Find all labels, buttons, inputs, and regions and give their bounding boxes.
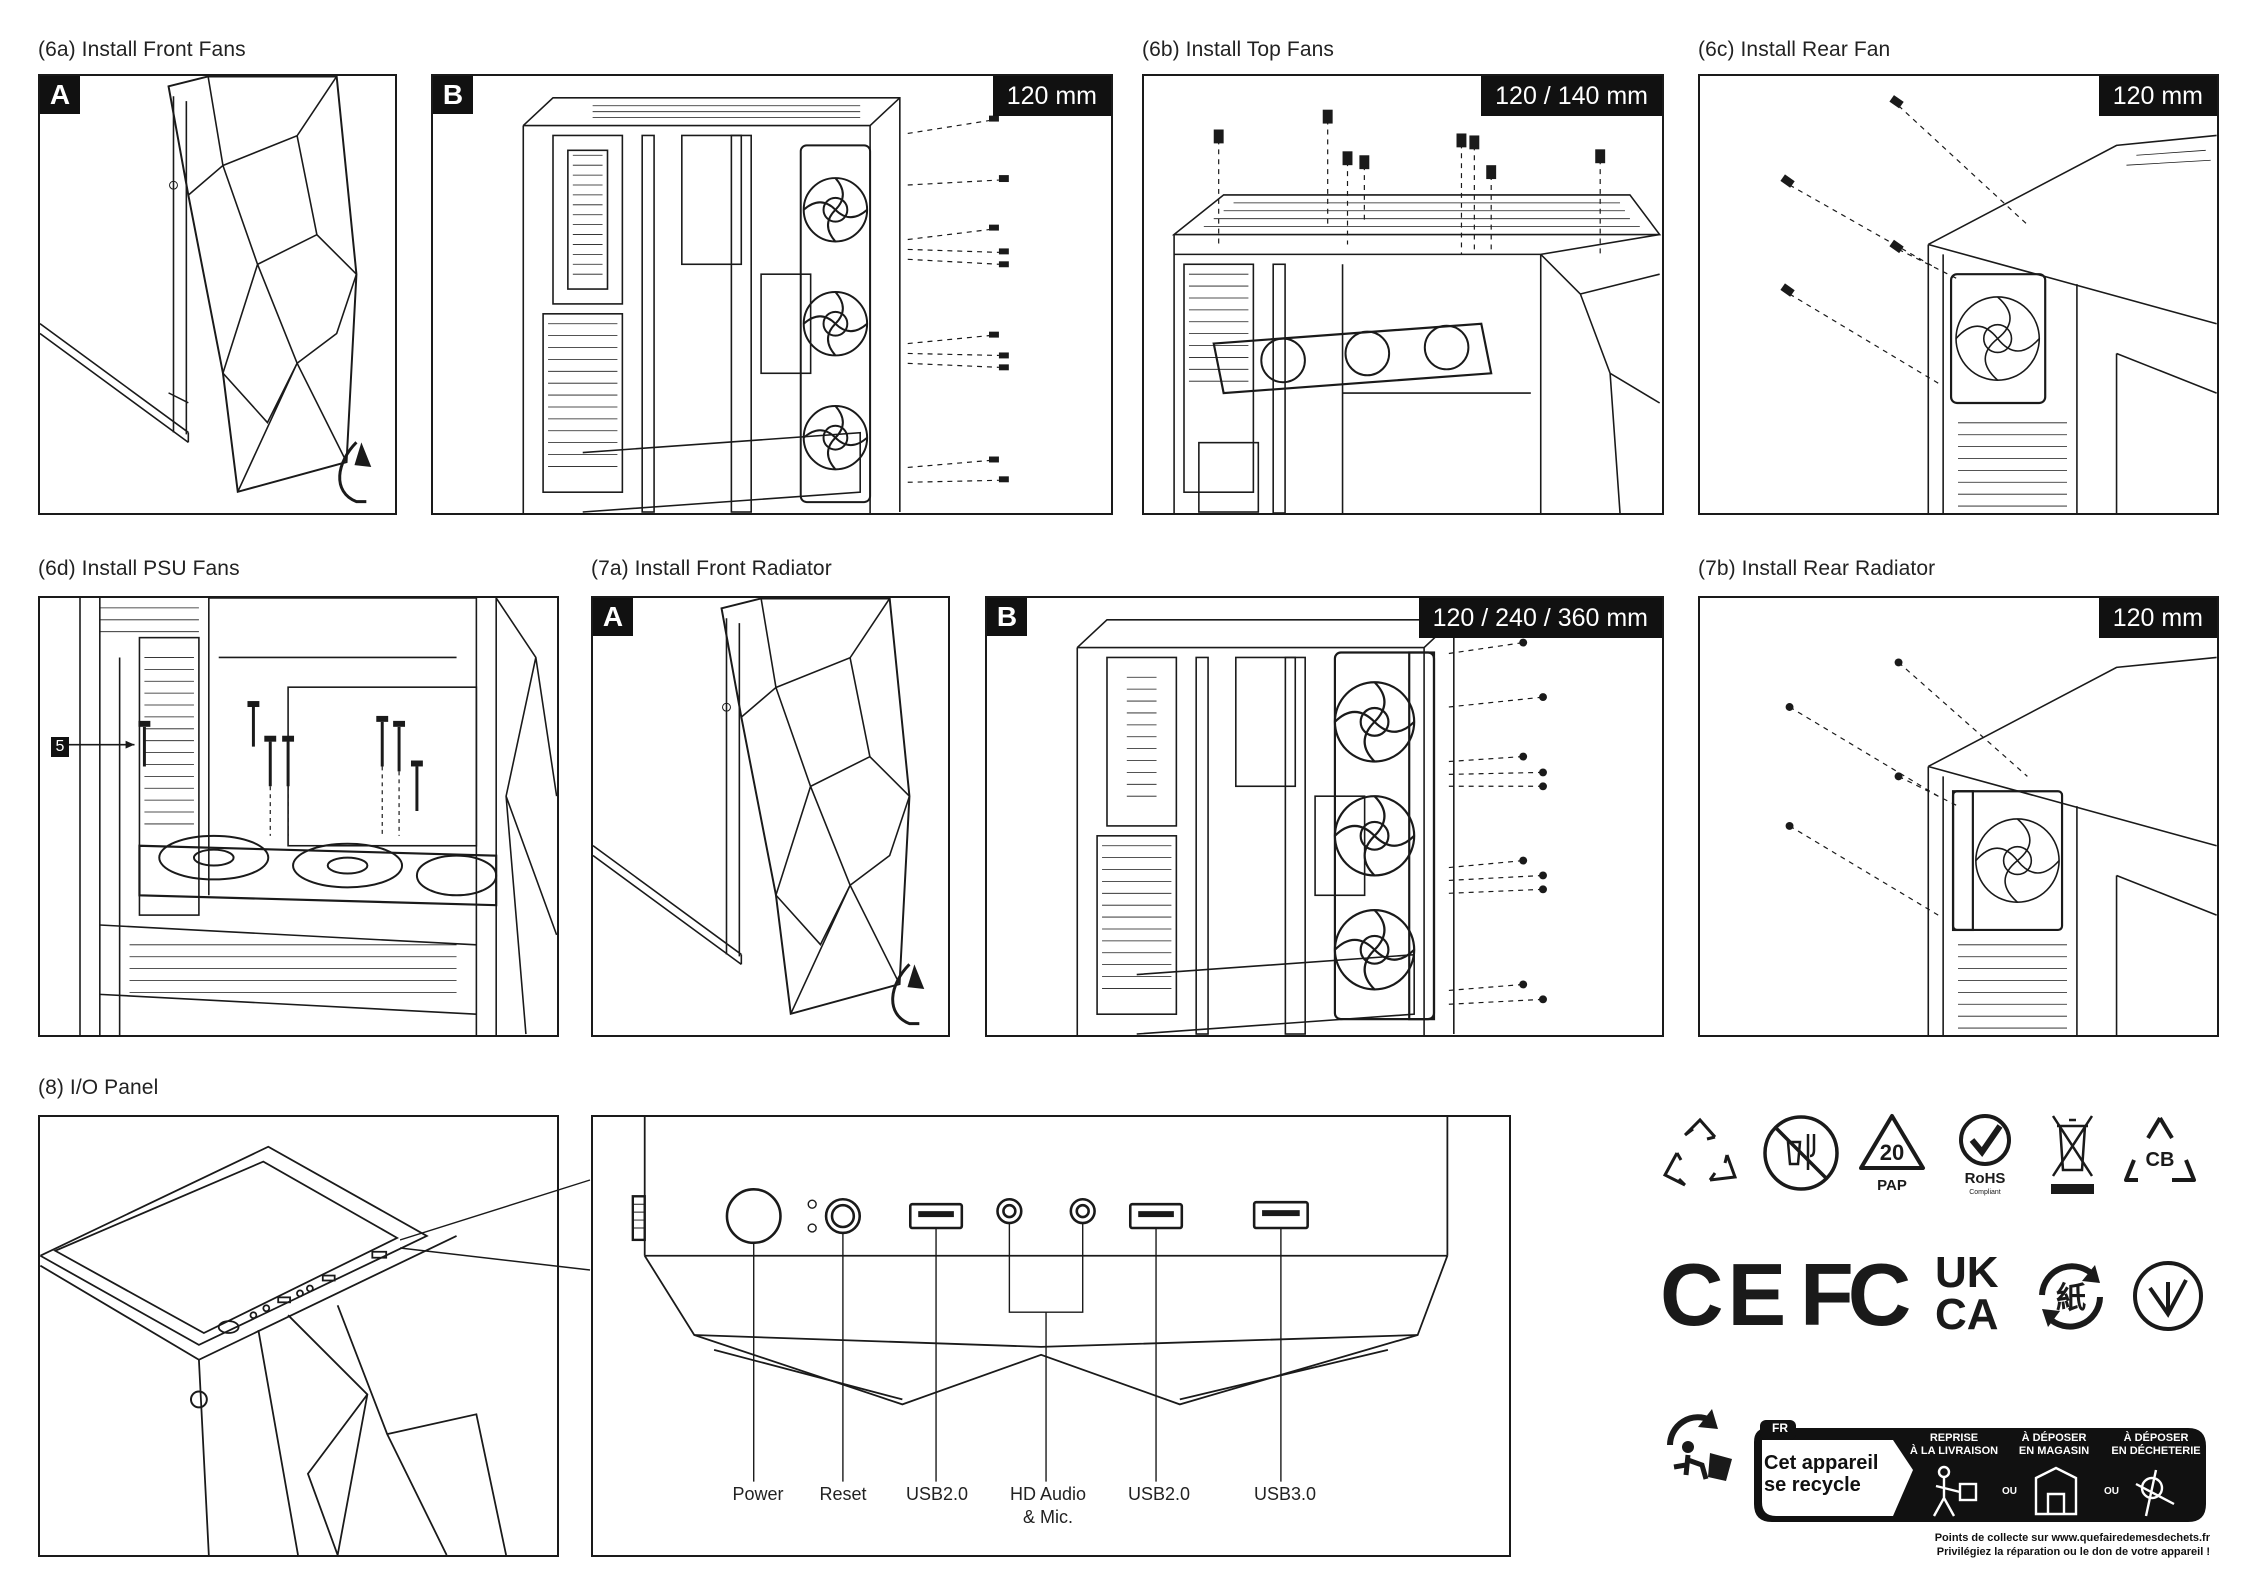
- cb-label: CB: [2146, 1149, 2175, 1171]
- panel-7a-a: A: [591, 596, 950, 1037]
- section-title-6b: (6b) Install Top Fans: [1142, 38, 1334, 61]
- pap-number: 20: [1880, 1140, 1904, 1165]
- io-label-usb2-left: USB2.0: [905, 1484, 969, 1504]
- rohs-sub: Compliant: [1969, 1189, 2001, 1196]
- ukca-mark: UK CA: [1935, 1248, 1999, 1339]
- io-label-hd-audio-line2: & Mic.: [1022, 1507, 1074, 1527]
- triman-opt2-line1: À DÉPOSER: [2021, 1432, 2087, 1444]
- zoom-connector-lines: [400, 1179, 591, 1271]
- weee-bin-icon: [2051, 1115, 2094, 1194]
- triman-option-icons: [1932, 1465, 2175, 1517]
- pap-recycle-icon: 20 PAP: [1859, 1114, 1925, 1194]
- psu-fans-illustration: [68, 598, 557, 1035]
- triman-footer: Points de collecte sur www.quefairedemes…: [1800, 1531, 2210, 1559]
- callout-number: 5: [51, 737, 69, 757]
- triman-main: Cet appareil se recycle: [1764, 1452, 1878, 1496]
- rear-radiator-illustration: [1785, 656, 2217, 1035]
- size-badge: 120 / 140 mm: [1481, 76, 1662, 116]
- triman-info-label: FR Cet appareil se recycle REPRISE À LA …: [1748, 1420, 2208, 1530]
- ukca-bottom: CA: [1935, 1290, 1999, 1339]
- paper-recycle-icon: 紙: [2039, 1263, 2103, 1330]
- paper-char: 紙: [2056, 1281, 2086, 1316]
- section-title-7a: (7a) Install Front Radiator: [591, 557, 832, 580]
- triman-opt3-line2: EN DÉCHETERIE: [2111, 1445, 2201, 1457]
- front-panel-removal-illustration: [593, 598, 925, 1026]
- size-badge: 120 / 240 / 360 mm: [1418, 598, 1662, 638]
- triman-option-center: À DÉPOSER EN DÉCHETERIE: [2106, 1432, 2206, 1458]
- front-panel-removal-illustration: [40, 76, 372, 504]
- section-title-6a: (6a) Install Front Fans: [38, 38, 246, 61]
- triman-ou-2: OU: [2104, 1486, 2119, 1497]
- cb-recycle-icon: CB: [2124, 1116, 2196, 1182]
- panel-6d: 5: [38, 596, 559, 1037]
- tuv-icon: [2133, 1261, 2203, 1331]
- section-title-6d: (6d) Install PSU Fans: [38, 557, 240, 580]
- io-label-usb2-right: USB2.0: [1127, 1484, 1191, 1504]
- io-ports-illustration: [631, 1117, 1449, 1482]
- size-badge: 120 mm: [992, 76, 1111, 116]
- panel-6b: 120 / 140 mm: [1142, 74, 1664, 515]
- io-label-hd-audio: HD Audio & Mic.: [1010, 1483, 1086, 1529]
- rohs-label: RoHS: [1965, 1170, 2006, 1187]
- panel-6c: 120 mm: [1698, 74, 2219, 515]
- panel-7b: 120 mm: [1698, 596, 2219, 1037]
- triman-option-delivery: REPRISE À LA LIVRAISON: [1906, 1432, 2002, 1458]
- rear-fan-illustration: [1780, 95, 2217, 513]
- fcc-mark: FC: [1800, 1245, 1911, 1344]
- io-label-usb3: USB3.0: [1253, 1484, 1317, 1504]
- step-letter: B: [433, 76, 473, 114]
- panel-6a-a: A: [38, 74, 397, 515]
- size-badge: 120 mm: [2098, 598, 2217, 638]
- pap-label: PAP: [1877, 1177, 1907, 1194]
- no-food-contact-icon: [1763, 1115, 1839, 1191]
- triman-option-store: À DÉPOSER EN MAGASIN: [2006, 1432, 2102, 1458]
- top-fans-illustration: [1171, 109, 1662, 513]
- panel-8-detail: Power Reset USB2.0 HD Audio & Mic. USB2.…: [591, 1115, 1511, 1557]
- front-fans-illustration: [522, 97, 1009, 513]
- recycle-icon: [1662, 1117, 1738, 1187]
- triman-main-line1: Cet appareil: [1764, 1452, 1879, 1474]
- rohs-icon: RoHS Compliant: [1959, 1114, 2011, 1196]
- triman-opt2-line2: EN MAGASIN: [2018, 1445, 2090, 1457]
- io-label-power: Power: [732, 1484, 784, 1504]
- triman-opt1-line1: REPRISE: [1929, 1432, 1979, 1444]
- front-radiator-illustration: [1076, 619, 1547, 1035]
- triman-footer-line2: Privilégiez la réparation ou le don de v…: [1936, 1546, 2210, 1558]
- io-label-reset: Reset: [819, 1484, 867, 1504]
- io-top-view-illustration: [40, 1145, 507, 1555]
- size-badge: 120 mm: [2098, 76, 2217, 116]
- triman-ou-1: OU: [2002, 1486, 2017, 1497]
- triman-footer-line1: Points de collecte sur www.quefairedemes…: [1934, 1532, 2210, 1544]
- triman-opt1-line2: À LA LIVRAISON: [1909, 1445, 1999, 1457]
- triman-opt3-line1: À DÉPOSER: [2123, 1432, 2189, 1444]
- panel-7a-b: B 120 / 240 / 360 mm: [985, 596, 1664, 1037]
- triman-country: FR: [1772, 1421, 1788, 1435]
- ce-mark: CE: [1660, 1245, 1791, 1344]
- step-letter: B: [987, 598, 1027, 636]
- ukca-top: UK: [1935, 1248, 1999, 1297]
- panel-8-overview: [38, 1115, 559, 1557]
- io-label-hd-audio-line1: HD Audio: [1009, 1484, 1087, 1504]
- section-title-8: (8) I/O Panel: [38, 1076, 159, 1099]
- step-letter: A: [593, 598, 633, 636]
- triman-icon: [1667, 1409, 1732, 1481]
- triman-label-frame: [1754, 1420, 2206, 1522]
- panel-6a-b: B 120 mm: [431, 74, 1113, 515]
- section-title-6c: (6c) Install Rear Fan: [1698, 38, 1891, 61]
- section-title-7b: (7b) Install Rear Radiator: [1698, 557, 1936, 580]
- step-letter: A: [40, 76, 80, 114]
- triman-main-line2: se recycle: [1764, 1474, 1861, 1496]
